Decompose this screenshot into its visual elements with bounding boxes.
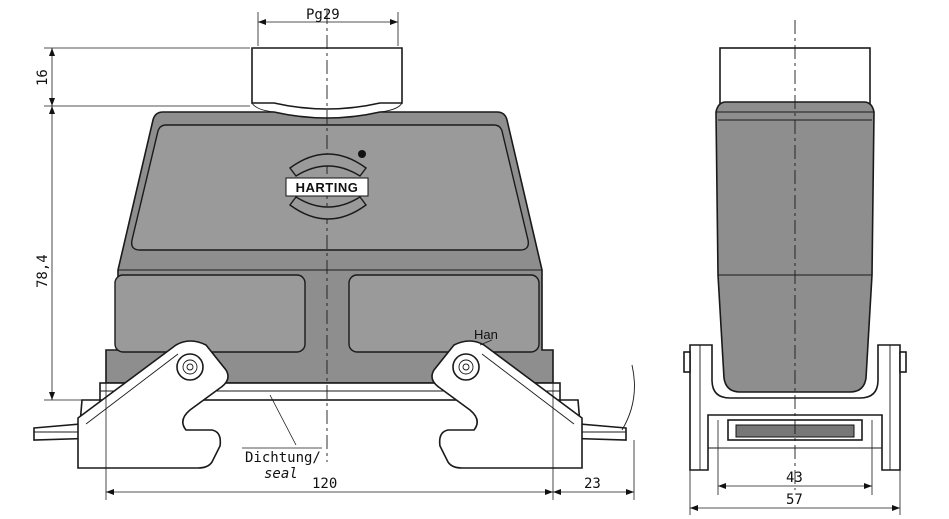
outer-width-side-label: 57 <box>786 492 803 508</box>
seal-en-label: seal <box>264 466 298 482</box>
width-extra-label: 23 <box>584 476 601 492</box>
inner-width-side-label: 43 <box>786 470 803 486</box>
front-dimensions <box>44 12 635 500</box>
left-pivot <box>176 353 204 381</box>
height-top-label: 16 <box>35 69 51 86</box>
right-pivot <box>452 353 480 381</box>
right-recess <box>348 274 540 353</box>
harting-logo: HARTING <box>285 150 369 220</box>
front-view <box>33 10 635 469</box>
left-recess <box>114 274 306 353</box>
seal-de-label: Dichtung/ <box>245 450 321 466</box>
width-main-label: 120 <box>312 476 337 492</box>
height-main-label: 78,4 <box>35 254 51 288</box>
han-label: Han <box>474 327 498 342</box>
brand-text: HARTING <box>296 180 359 195</box>
side-view <box>683 20 907 490</box>
thread-label: Pg29 <box>306 7 340 23</box>
side-dimensions <box>689 420 901 515</box>
